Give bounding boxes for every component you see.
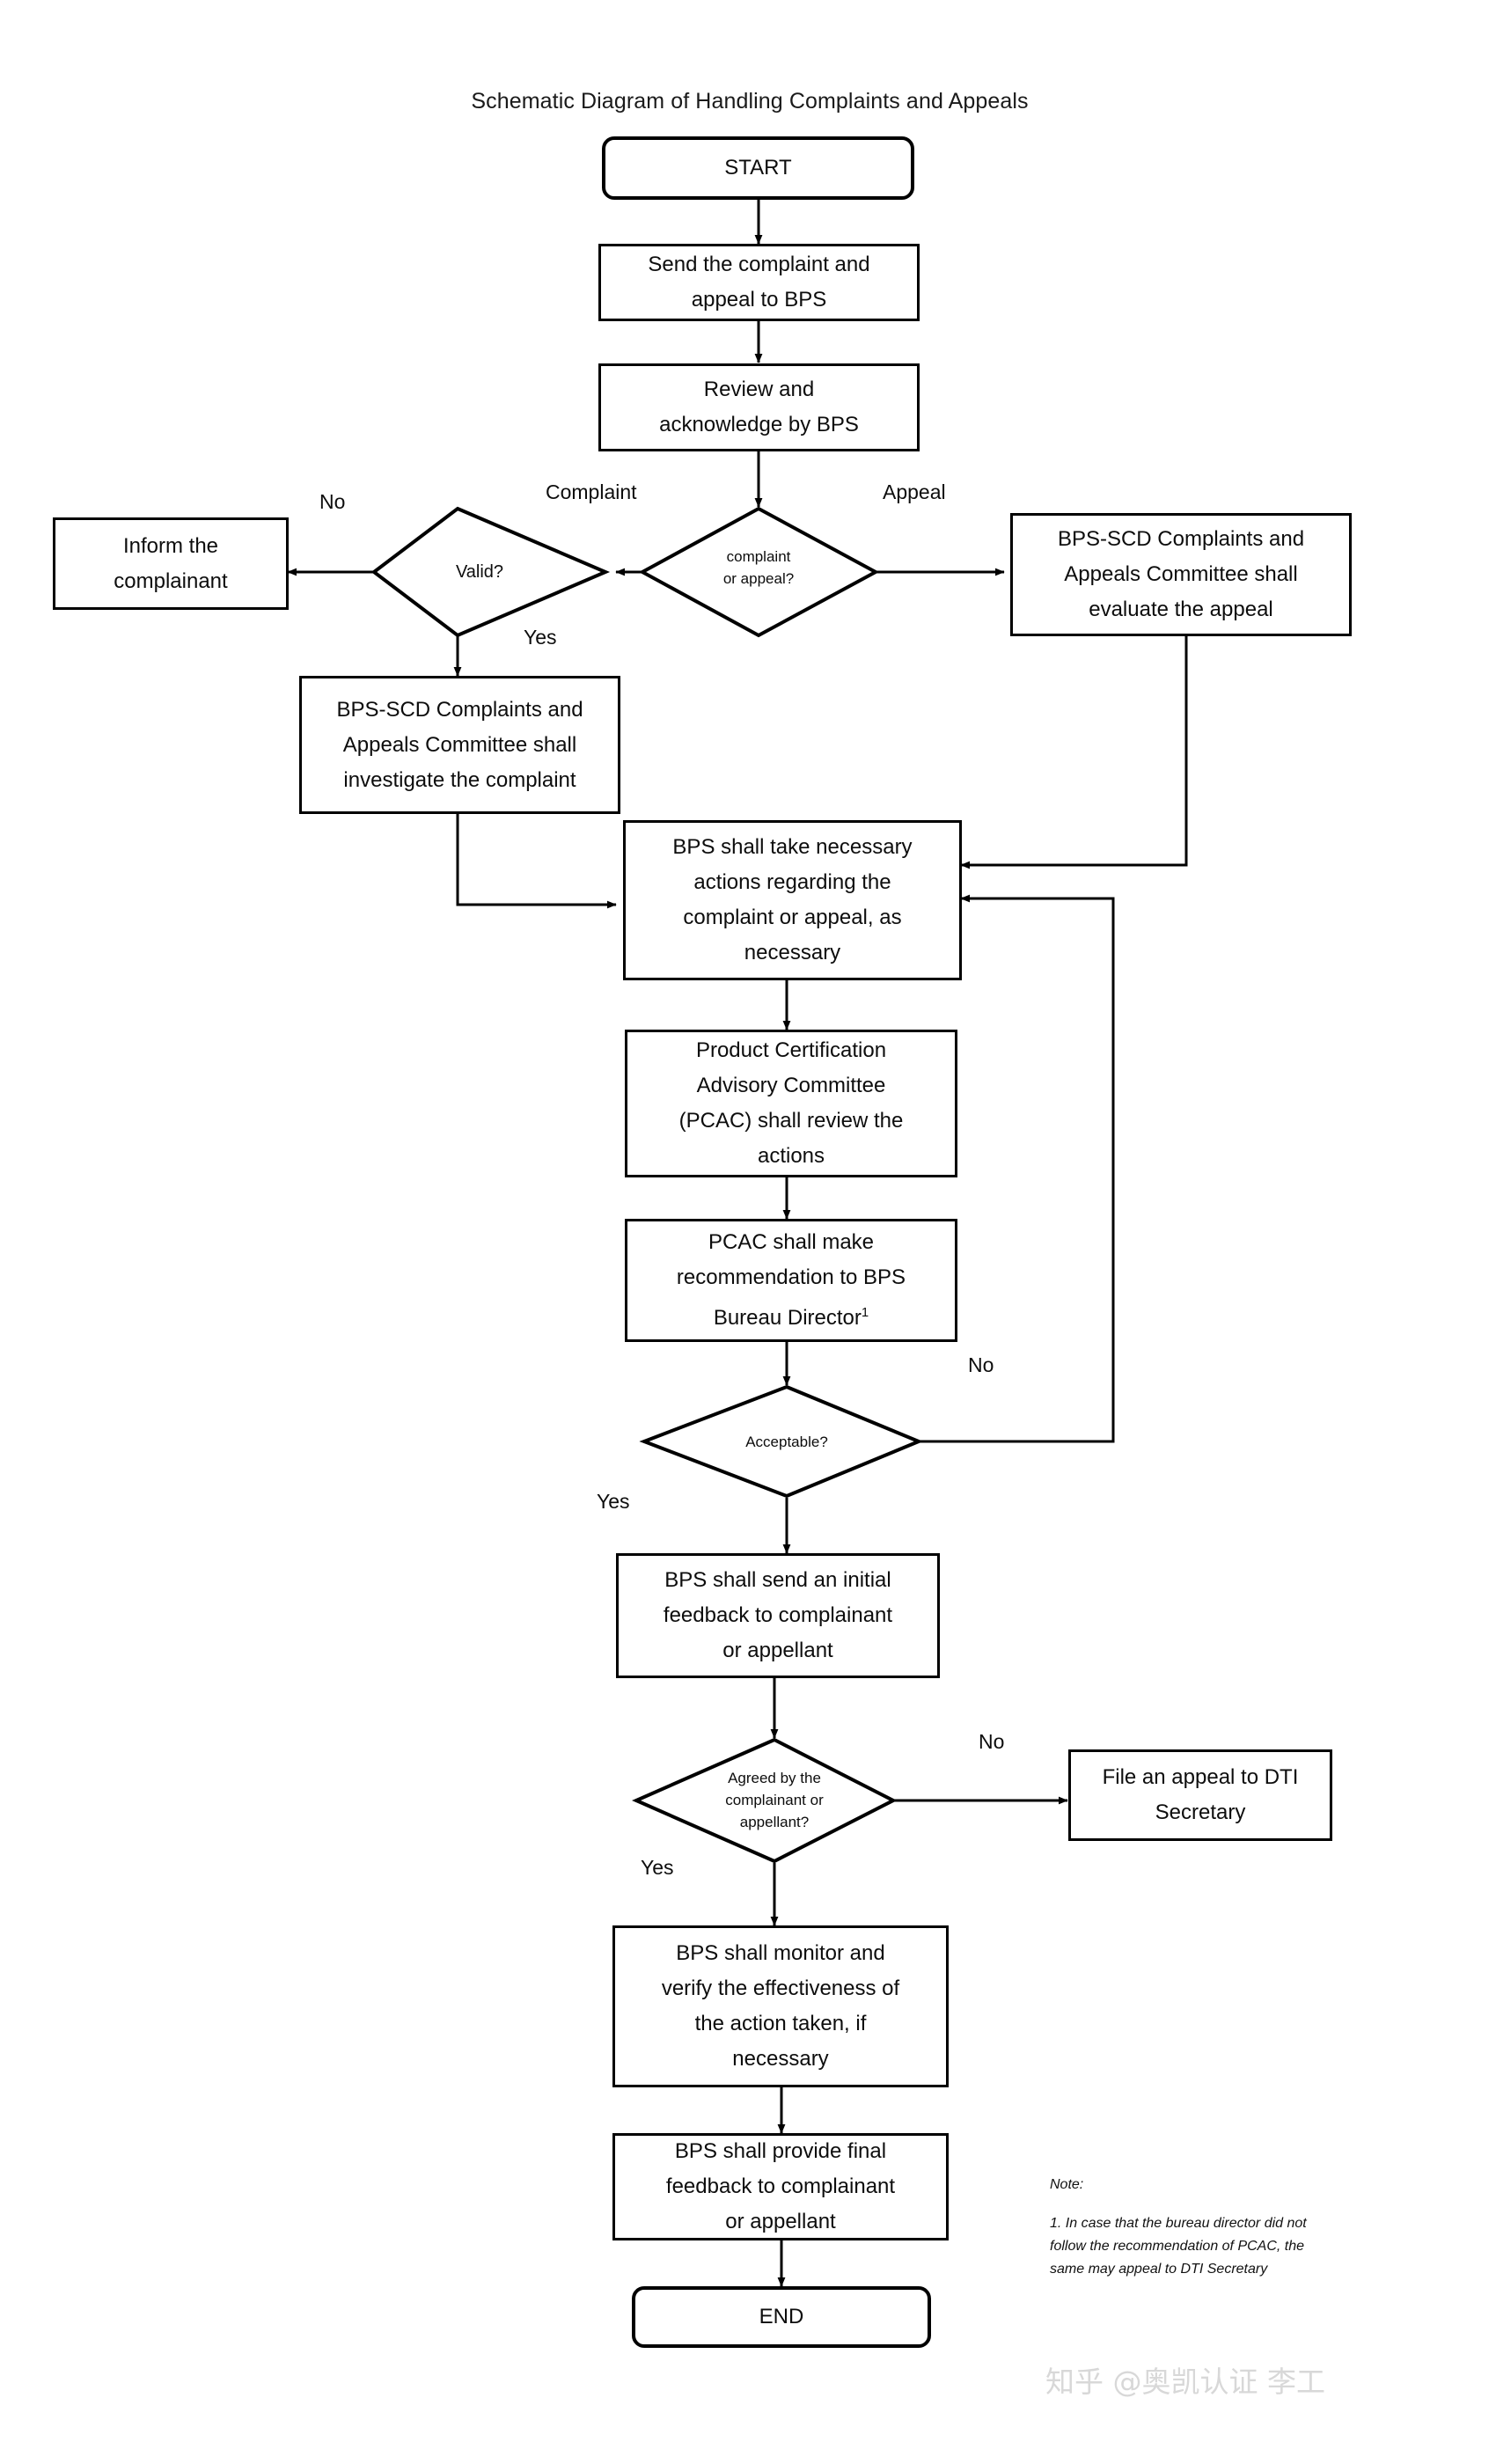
node-bps-actions[interactable]: BPS shall take necessary actions regardi… [623, 820, 962, 980]
edge-evaluate-to-actions [960, 636, 1188, 869]
edge-acceptable-no-loopback [849, 894, 1115, 1443]
node-monitor-effectiveness[interactable]: BPS shall monitor and verify the effecti… [612, 1925, 949, 2087]
edge-investigate-to-actions [456, 813, 617, 909]
node-send-complaint[interactable]: Send the complaint and appeal to BPS [598, 244, 920, 321]
node-send-complaint-label: Send the complaint and appeal to BPS [648, 253, 870, 312]
node-end-label: END [759, 2305, 804, 2328]
page-title: Schematic Diagram of Handling Complaints… [471, 89, 1029, 114]
node-investigate-complaint[interactable]: BPS-SCD Complaints and Appeals Committee… [299, 676, 620, 814]
node-final-feedback[interactable]: BPS shall provide final feedback to comp… [612, 2133, 949, 2240]
node-start[interactable]: START [602, 136, 914, 200]
node-bps-actions-label: BPS shall take necessary actions regardi… [672, 835, 913, 964]
node-pcac-recommend-label: PCAC shall make recommendation to BPS Bu… [676, 1230, 906, 1330]
node-review-acknowledge[interactable]: Review and acknowledge by BPS [598, 363, 920, 451]
node-pcac-review[interactable]: Product Certification Advisory Committee… [625, 1030, 957, 1177]
node-start-label: START [724, 156, 792, 180]
connector-group [287, 200, 1188, 2287]
footnote-heading: Note: [1050, 2177, 1084, 2192]
decision-agreed [632, 1737, 898, 1864]
node-inform-complainant-label: Inform the complainant [114, 533, 228, 593]
watermark: 知乎 @奥凯认证 李工 [1045, 2365, 1325, 2399]
edge-label-acceptable-no: No [968, 1353, 994, 1376]
node-file-appeal-dti[interactable]: File an appeal to DTI Secretary [1068, 1749, 1332, 1841]
edge-label-agreed-yes: Yes [641, 1856, 674, 1879]
edge-label-acceptable-yes: Yes [597, 1490, 630, 1513]
edge-label-valid-yes: Yes [524, 626, 557, 649]
decision-complaint-or-appeal [638, 506, 880, 638]
node-review-acknowledge-label: Review and acknowledge by BPS [659, 378, 859, 436]
node-evaluate-appeal-label: BPS-SCD Complaints and Appeals Committee… [1057, 527, 1305, 621]
edge-label-valid-no: No [319, 490, 346, 513]
edge-label-complaint: Complaint [546, 480, 637, 503]
edge-label-agreed-no: No [979, 1730, 1005, 1753]
node-final-feedback-label: BPS shall provide final feedback to comp… [665, 2139, 896, 2233]
footnote-marker: 1 [861, 1306, 869, 1320]
node-end[interactable]: END [632, 2286, 931, 2348]
node-evaluate-appeal[interactable]: BPS-SCD Complaints and Appeals Committee… [1010, 513, 1352, 636]
node-pcac-review-label: Product Certification Advisory Committee… [678, 1038, 904, 1168]
node-pcac-recommend[interactable]: PCAC shall make recommendation to BPS Bu… [625, 1219, 957, 1342]
edge-label-appeal: Appeal [883, 480, 946, 503]
node-initial-feedback-label: BPS shall send an initial feedback to co… [663, 1568, 893, 1662]
footnote-item-1: 1. In case that the bureau director did … [1050, 2216, 1307, 2277]
decision-valid [370, 506, 611, 638]
node-file-appeal-dti-label: File an appeal to DTI Secretary [1102, 1765, 1299, 1824]
footnote-block: Note: 1. In case that the bureau directo… [1050, 2174, 1340, 2281]
node-investigate-complaint-label: BPS-SCD Complaints and Appeals Committee… [336, 697, 583, 792]
node-monitor-effectiveness-label: BPS shall monitor and verify the effecti… [661, 1941, 900, 2071]
node-initial-feedback[interactable]: BPS shall send an initial feedback to co… [616, 1553, 940, 1678]
node-inform-complainant[interactable]: Inform the complainant [53, 517, 289, 610]
decision-acceptable [639, 1384, 924, 1499]
decision-shapes [370, 506, 924, 1864]
